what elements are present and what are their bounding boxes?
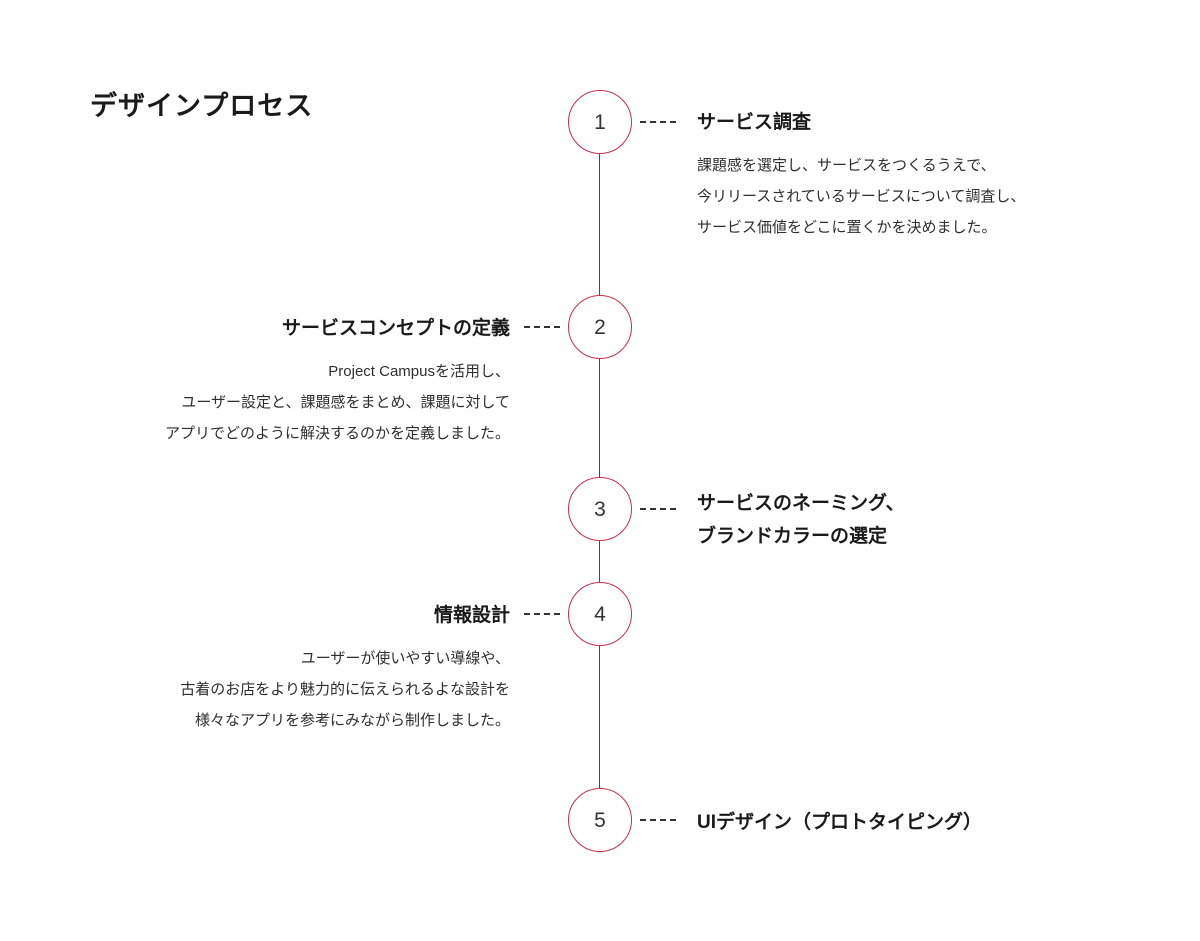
step-3-dash-connector: [640, 508, 676, 510]
step-5-dash-connector: [640, 819, 676, 821]
step-5-number: 5: [594, 808, 606, 832]
timeline-connector-line: [599, 122, 600, 820]
step-1-dash-connector: [640, 121, 676, 123]
step-5-circle: 5: [568, 788, 632, 852]
step-2-content: サービスコンセプトの定義 Project Campusを活用し、 ユーザー設定と…: [70, 312, 510, 449]
step-3-content: サービスのネーミング、 ブランドカラーの選定: [697, 487, 1137, 553]
step-4-dash-connector: [524, 613, 560, 615]
step-5-title: UIデザイン（プロトタイピング）: [697, 812, 983, 833]
step-3-circle: 3: [568, 477, 632, 541]
step-4-title: 情報設計: [433, 605, 510, 626]
step-2-dash-connector: [524, 326, 560, 328]
step-4-content: 情報設計 ユーザーが使いやすい導線や、 古着のお店をより魅力的に伝えられるよな設…: [70, 599, 510, 736]
step-4-description: ユーザーが使いやすい導線や、 古着のお店をより魅力的に伝えられるよな設計を 様々…: [180, 650, 510, 729]
page-title: デザインプロセス: [90, 91, 314, 121]
step-1-number: 1: [594, 110, 606, 134]
step-4-number: 4: [594, 602, 606, 626]
step-1-title: サービス調査: [697, 112, 812, 133]
step-5-content: UIデザイン（プロトタイピング）: [697, 806, 1137, 839]
step-2-description: Project Campusを活用し、 ユーザー設定と、課題感をまとめ、課題に対…: [164, 363, 510, 442]
step-1-circle: 1: [568, 90, 632, 154]
step-2-number: 2: [594, 315, 606, 339]
step-1-description: 課題感を選定し、サービスをつくるうえで、 今リリースされているサービスについて調…: [697, 157, 1026, 236]
step-3-title: サービスのネーミング、 ブランドカラーの選定: [697, 493, 905, 547]
step-3-number: 3: [594, 497, 606, 521]
step-4-circle: 4: [568, 582, 632, 646]
step-2-title: サービスコンセプトの定義: [281, 318, 510, 339]
step-2-circle: 2: [568, 295, 632, 359]
step-1-content: サービス調査 課題感を選定し、サービスをつくるうえで、 今リリースされているサー…: [697, 106, 1137, 243]
